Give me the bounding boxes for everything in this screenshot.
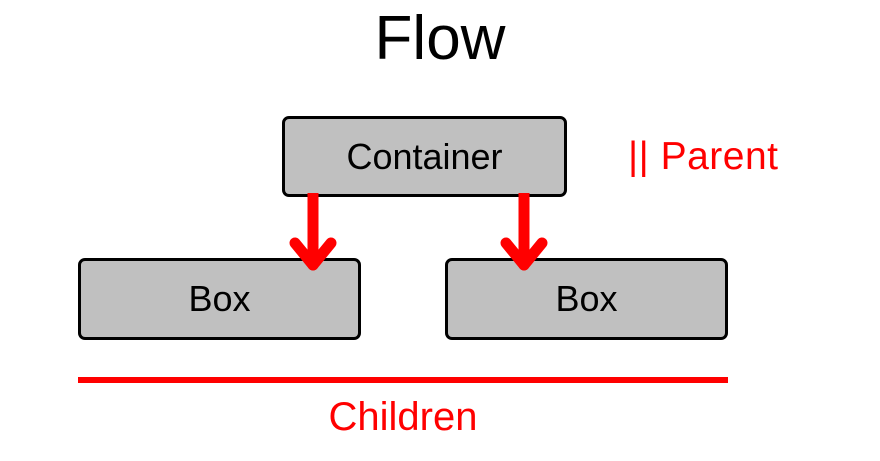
node-box-left[interactable]: Box [78, 258, 361, 340]
children-bracket-rule [78, 377, 728, 383]
node-box-left-label: Box [188, 278, 251, 319]
down-arrow-icon-container-to-box-right [500, 193, 548, 271]
down-arrow-icon-container-to-box-left [289, 193, 337, 271]
parent-annotation-label: || Parent [628, 135, 779, 178]
children-annotation-label: Children [328, 395, 478, 439]
node-box-right[interactable]: Box [445, 258, 728, 340]
node-box-right-label: Box [555, 278, 618, 319]
page-title: Flow [374, 4, 506, 73]
node-container-label: Container [346, 135, 503, 177]
node-container[interactable]: Container [282, 116, 567, 197]
